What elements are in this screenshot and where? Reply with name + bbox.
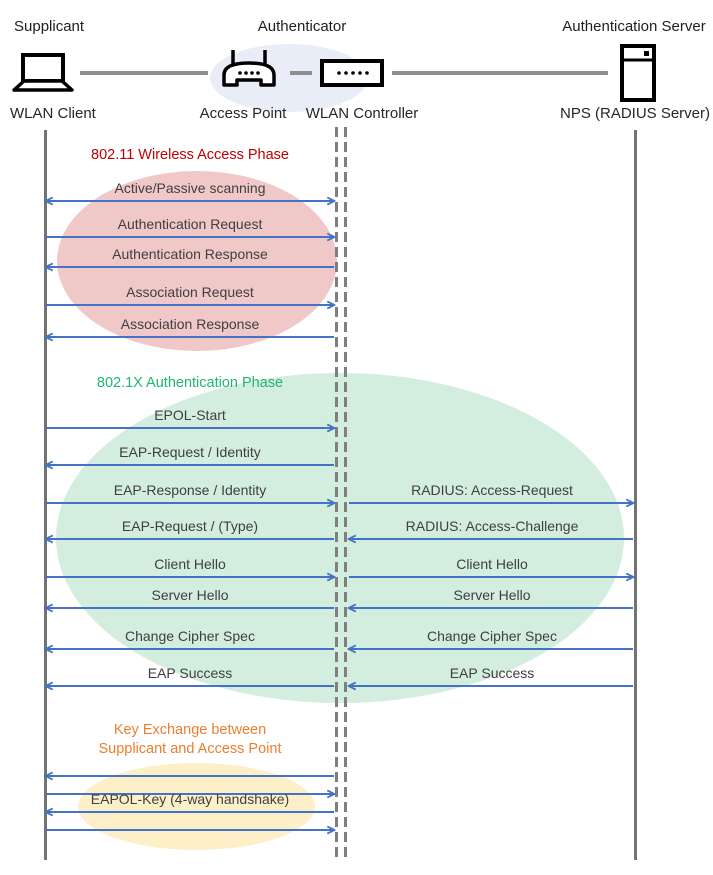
phase-title: 802.1X Authentication Phase <box>96 375 284 391</box>
message-label: EAP-Response / Identity <box>113 482 267 498</box>
lifeline-controller-left <box>335 127 338 857</box>
device-nps-radius-server: NPS (RADIUS Server) <box>559 105 711 122</box>
message-label: Association Request <box>126 284 254 300</box>
message-label: Association Response <box>120 316 260 332</box>
link-client-ap <box>80 71 208 75</box>
role-authenticator: Authenticator <box>257 18 347 35</box>
message-label: EAP-Request / Identity <box>119 444 261 460</box>
phase-title: 802.11 Wireless Access Phase <box>91 147 289 163</box>
message-label: RADIUS: Access-Challenge <box>405 518 579 534</box>
message-label: Server Hello <box>453 587 531 603</box>
message-label: EAP Success <box>147 665 233 681</box>
message-label: Active/Passive scanning <box>114 180 266 196</box>
access-point-icon <box>222 50 276 87</box>
message-label: EAP-Request / (Type) <box>121 518 259 534</box>
message-label: Client Hello <box>456 556 528 572</box>
lifeline-controller-right <box>344 127 347 857</box>
lifeline-radius-server <box>634 130 637 860</box>
message-label: Server Hello <box>151 587 229 603</box>
message-label: EAP Success <box>449 665 535 681</box>
device-access-point: Access Point <box>199 105 287 122</box>
key-exchange-ellipse <box>78 763 315 850</box>
server-icon <box>620 44 656 102</box>
wlan-controller-icon <box>320 59 384 87</box>
link-controller-server <box>392 71 608 75</box>
message-label: Client Hello <box>154 556 226 572</box>
laptop-icon <box>12 53 74 92</box>
role-supplicant: Supplicant <box>14 18 85 35</box>
message-label: Change Cipher Spec <box>427 628 557 644</box>
lifeline-wlan-client <box>44 130 47 860</box>
message-label: EAPOL-Key (4-way handshake) <box>90 791 290 807</box>
link-ap-controller <box>290 71 312 75</box>
message-label: Authentication Response <box>112 246 268 262</box>
message-label: Change Cipher Spec <box>125 628 255 644</box>
message-label: Authentication Request <box>117 216 263 232</box>
message-label: RADIUS: Access-Request <box>411 482 573 498</box>
role-authentication-server: Authentication Server <box>562 18 706 35</box>
message-label: EPOL-Start <box>154 407 226 423</box>
device-wlan-client: WLAN Client <box>10 105 96 122</box>
device-wlan-controller: WLAN Controller <box>305 105 419 122</box>
